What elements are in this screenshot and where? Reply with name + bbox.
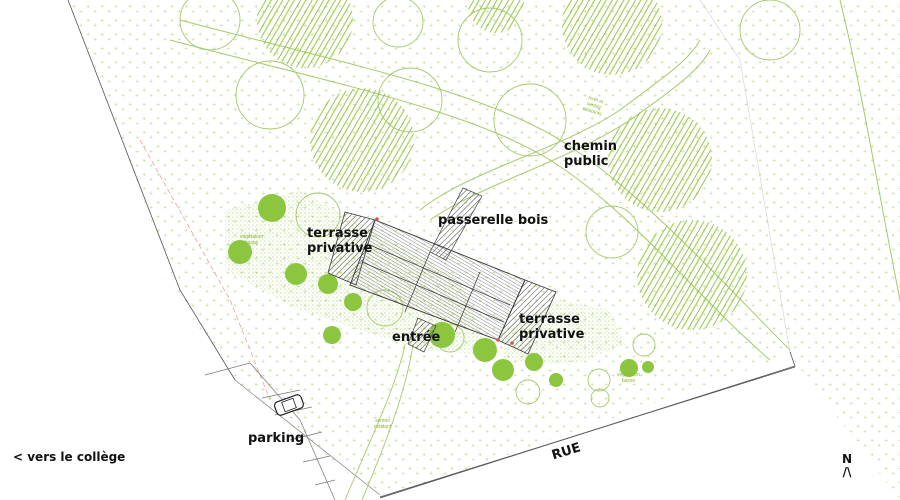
tree — [257, 0, 353, 68]
existing-footpath — [344, 344, 414, 500]
tree — [310, 88, 414, 192]
label-vegetation-basse-right: végétation basse — [617, 372, 640, 384]
label-vegetation-basse-left: végétation basse — [240, 234, 263, 246]
label-sentier-existant: sentier existant — [374, 418, 391, 430]
label-terrasse-left-line1: terrasse — [307, 226, 368, 241]
building — [327, 187, 557, 355]
entrance-ramp — [407, 317, 437, 353]
tree — [608, 108, 712, 212]
north-indicator: N /\ — [842, 453, 852, 479]
shrubs — [228, 194, 654, 387]
road-edge — [379, 366, 796, 498]
vers-le-college-link[interactable]: < vers le collège — [13, 450, 126, 464]
label-chemin-line1: chemin — [564, 139, 618, 154]
tree — [468, 0, 524, 33]
label-entree: entrée — [392, 330, 441, 345]
forest-trees — [257, 0, 747, 330]
tree — [562, 0, 662, 75]
label-veg-left-line2: basse — [244, 240, 259, 246]
label-parking: parking — [248, 431, 305, 446]
parcel — [67, 0, 900, 500]
north-arrow-icon: /\ — [842, 465, 852, 479]
label-terrasse-right: terrasse privative — [519, 312, 584, 342]
label-terrasse-right-line1: terrasse — [519, 312, 580, 327]
terrace-right — [497, 279, 557, 355]
car-icon — [273, 394, 305, 416]
label-chemin-line2: public — [564, 154, 609, 169]
label-passerelle-bois: passerelle bois — [438, 213, 549, 228]
parking-area — [204, 362, 336, 500]
label-sentier-line2: existant — [374, 424, 392, 430]
label-veg-right-line2: basse — [621, 378, 636, 384]
label-veg-right-line1: végétation — [617, 372, 641, 378]
label-terrasse-left: terrasse privative — [307, 226, 372, 256]
tree — [637, 220, 747, 330]
label-terrasse-right-line2: privative — [519, 327, 585, 342]
label-terrasse-left-line2: privative — [307, 241, 373, 256]
north-letter: N — [842, 452, 853, 466]
tree-outlines — [179, 0, 801, 408]
label-chemin-public: chemin public — [564, 139, 617, 169]
label-sentier-line1: sentier — [375, 418, 391, 424]
label-veg-left-line1: végétation — [240, 234, 264, 240]
